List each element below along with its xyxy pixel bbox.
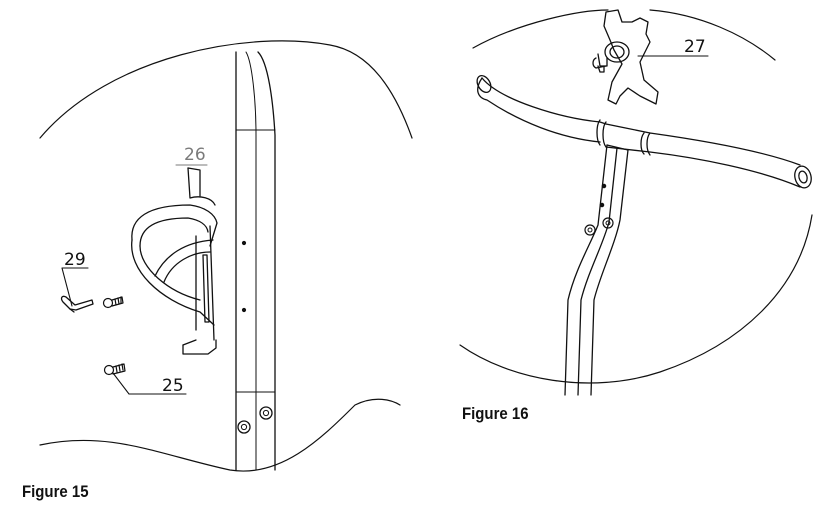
figure-15-caption: Figure 15	[22, 482, 89, 501]
figure-16-detail-arc	[459, 9, 813, 384]
figure-15-cut-line	[39, 398, 401, 472]
figure-16-caption: Figure 16	[462, 404, 529, 423]
hex-key	[60, 295, 94, 313]
small-bolt	[102, 296, 124, 309]
stem-tube	[564, 144, 629, 396]
long-bolt	[103, 363, 126, 376]
callout-25: 25	[162, 376, 184, 396]
callout-26: 26	[184, 145, 206, 165]
figure-16-drawing	[459, 9, 813, 396]
frame-tube-15	[235, 51, 276, 471]
callout-29: 29	[64, 250, 86, 270]
figure-15-detail-arc	[39, 40, 413, 139]
figure-15-drawing	[39, 40, 413, 472]
phone-holder	[592, 9, 659, 105]
callout-27: 27	[684, 37, 706, 57]
bottle-cage	[131, 167, 218, 355]
handlebar	[476, 74, 812, 189]
figure-15-leaders	[61, 164, 208, 395]
